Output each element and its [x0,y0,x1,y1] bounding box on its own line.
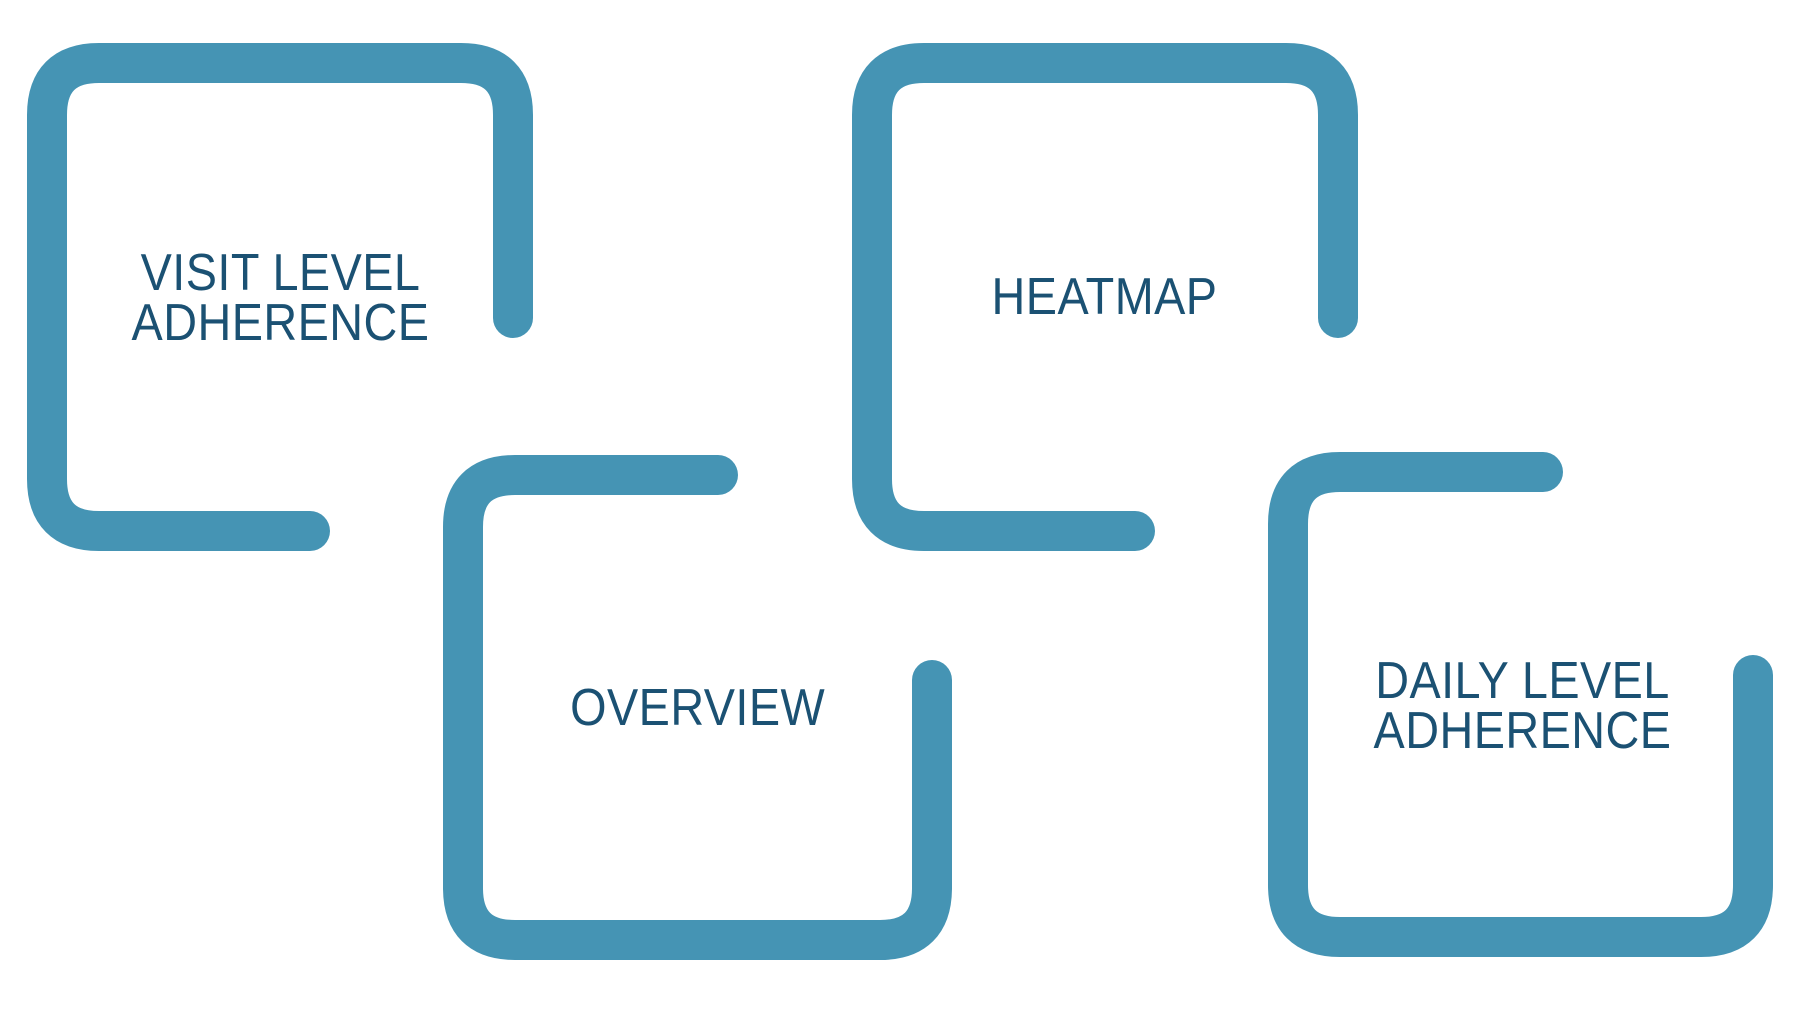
tile-label: VISIT LEVEL ADHERENCE [131,243,429,352]
overview-frame-icon [443,455,952,960]
tile-daily-level-adherence[interactable]: DAILY LEVEL ADHERENCE [1267,452,1777,960]
daily-level-adherence-frame-icon [1268,452,1773,957]
heatmap-frame-icon [852,43,1358,551]
tile-visit-level-adherence[interactable]: VISIT LEVEL ADHERENCE [27,43,533,552]
tile-overview[interactable]: OVERVIEW [443,455,952,960]
tile-heatmap[interactable]: HEATMAP [852,43,1358,551]
tile-label: OVERVIEW [569,678,825,737]
tile-label: DAILY LEVEL ADHERENCE [1373,652,1671,760]
visit-level-adherence-frame-icon [27,43,533,551]
tile-label: HEATMAP [992,268,1218,326]
